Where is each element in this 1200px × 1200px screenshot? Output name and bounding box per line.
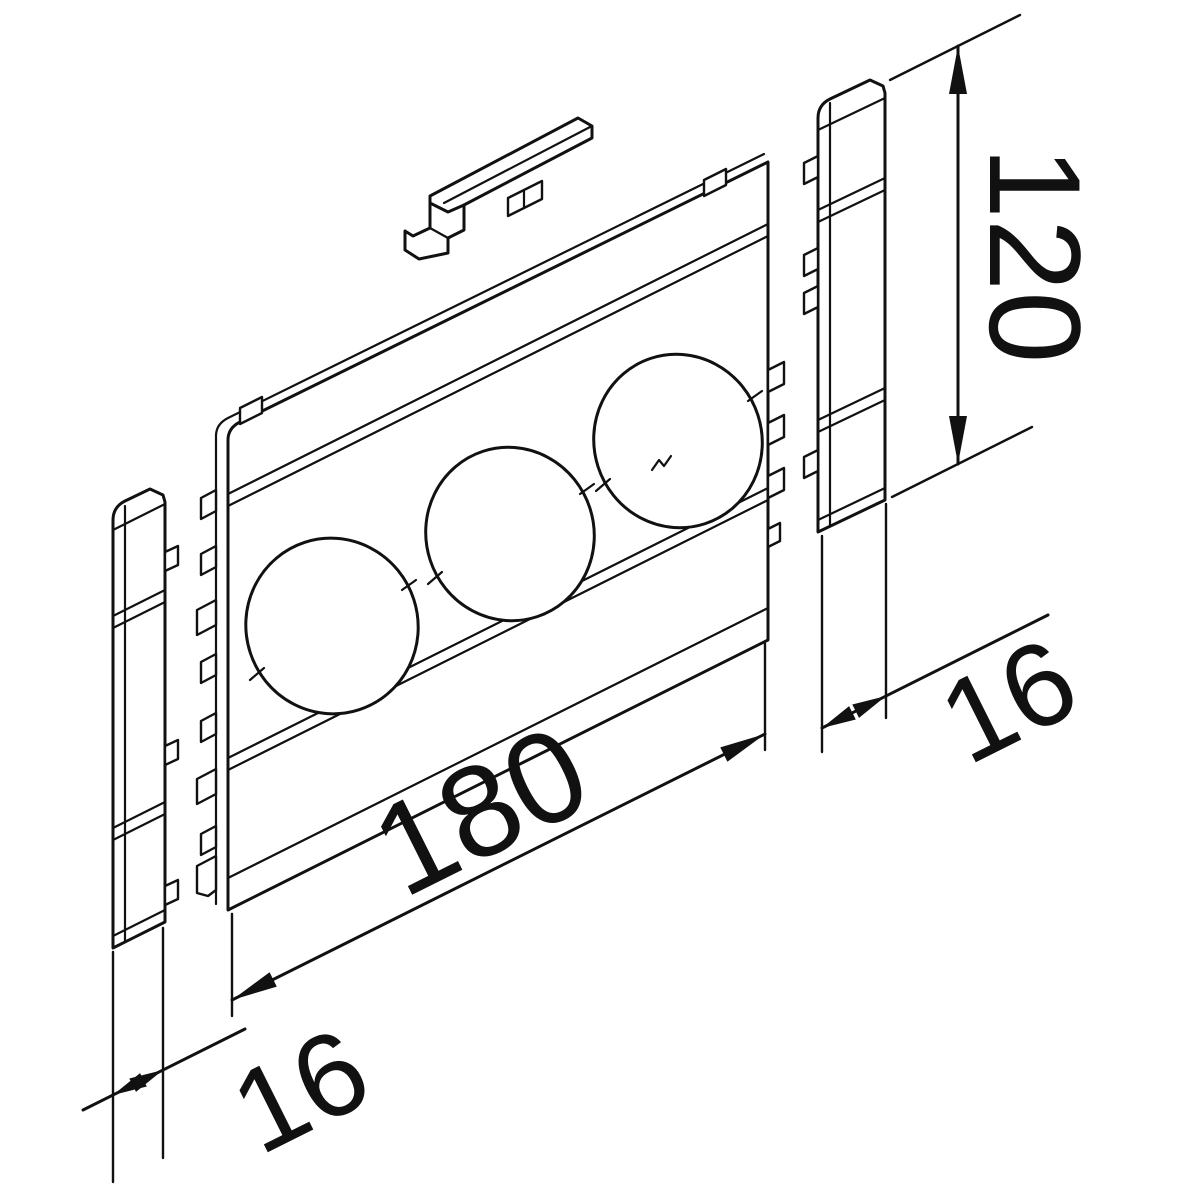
socket-hole-2 [424,445,596,623]
right-strip-divider [816,398,887,434]
cover-clip-hook [195,854,218,898]
arrowhead [129,1070,163,1092]
hole-notch [248,666,266,682]
right-end-strip [802,78,887,534]
cover-bottom-edge [226,606,770,880]
socket-hole-1 [244,536,420,716]
retaining-tab [802,284,820,316]
cover-top-tab [238,395,264,426]
hole-notch [400,578,418,592]
left-strip-divider [111,812,167,842]
retaining-tab [163,878,180,907]
hole-notch [578,482,596,496]
main-cover [195,152,786,912]
left-strip-divider [111,800,167,830]
retaining-tab [163,738,180,767]
right-strip-outline [816,78,887,534]
extension-line [890,425,1034,499]
arrowhead [949,46,967,94]
arrowhead [720,734,765,762]
dimension-depth-left-label: 16 [212,1003,388,1180]
cover-outer-shell [214,152,766,906]
cover-side-tab [766,521,782,549]
cover-clip-hook [199,544,218,577]
cover-clip-hook [199,488,218,521]
cover-top-lip [226,222,770,496]
arrowhead [852,696,886,718]
left-end-strip [111,487,180,950]
cover-clip-hook [195,767,218,806]
arrowhead [822,706,856,728]
cover-clip-hook [199,711,218,744]
extension-line [888,13,1022,82]
cover-clip-hook [199,824,218,857]
cover-top-tab [702,167,728,198]
hole-notch [594,477,612,493]
right-strip-top-cap [816,96,887,132]
hole-notch [746,389,764,403]
mounting-clip [403,116,594,261]
arrowhead [232,972,277,1000]
cover-side-tab [766,466,786,500]
cover-top-lip [226,234,770,508]
dimension-line [81,1027,247,1112]
retaining-tab [163,544,180,573]
retaining-tab [802,154,820,186]
right-strip-divider [816,188,887,224]
cover-clip-hook [199,652,218,685]
dimension-height-label: 120 [962,147,1108,364]
dimension-line [230,732,767,1002]
clip-hook-edge [428,226,450,240]
right-strip-bottom-cap [816,486,887,522]
cover-bottom-lip [226,498,770,772]
cover-side-tab [766,413,786,447]
arrowhead [949,416,967,464]
cover-clip-hook [195,598,218,637]
retaining-tab [802,246,820,278]
left-strip-divider [111,600,167,630]
cover-side-tab [766,360,786,394]
clip-hook [403,201,466,261]
dimension-depth-right: 16 [820,502,1097,790]
left-strip-outline [111,487,167,950]
left-strip-divider [111,588,167,618]
hole-notch [426,570,444,586]
embossed-mark [650,454,673,472]
socket-hole-3 [592,352,764,530]
clip-plate-edge [442,125,592,205]
dimension-height: 120 [888,13,1108,499]
left-strip-top-cap [111,502,167,532]
retaining-tab [802,448,820,480]
right-strip-divider [816,386,887,422]
right-strip-divider [816,176,887,212]
dimension-depth-left: 16 [81,926,389,1184]
left-strip-bottom-cap [111,908,167,938]
dimension-depth-right-label: 16 [920,613,1096,790]
